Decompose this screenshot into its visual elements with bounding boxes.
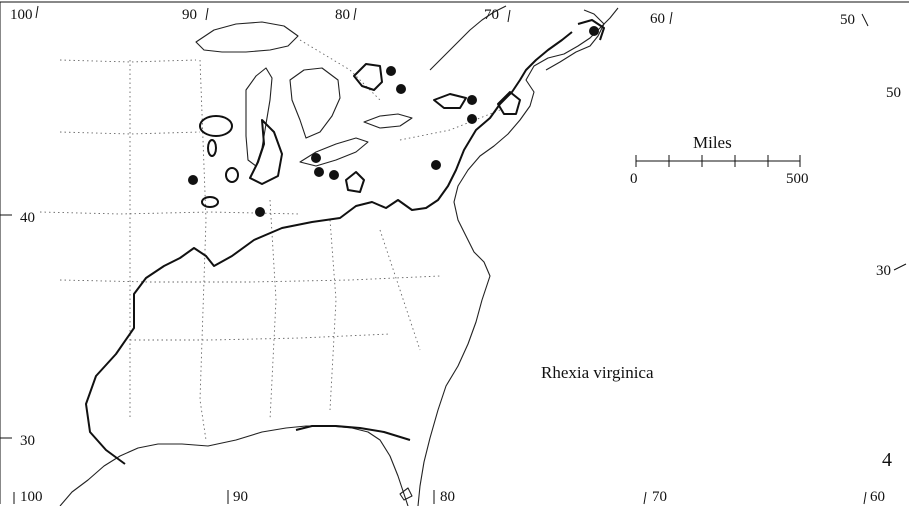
occurrence-dot	[386, 66, 396, 76]
range-patch-small-a	[207, 139, 217, 157]
main-range-boundary	[85, 31, 573, 465]
nova-scotia-coast	[545, 9, 605, 71]
occurrence-dot	[431, 160, 441, 170]
occurrence-dots	[188, 26, 599, 217]
figure-number: 4	[882, 449, 892, 471]
lat-label-left: 40	[20, 210, 35, 226]
range-patch-small-b	[225, 167, 239, 183]
range-patch-new-england	[433, 93, 467, 109]
range-patch-small-c	[201, 196, 219, 208]
species-name: Rhexia virginica	[541, 363, 654, 382]
left-latitude-labels: 40 30	[0, 210, 35, 449]
political-borders	[39, 39, 501, 441]
lat-label-right: 50	[886, 85, 901, 101]
lon-label-top: 60	[650, 11, 665, 27]
lake-michigan	[245, 67, 273, 167]
lon-label-bottom: 100	[20, 489, 43, 505]
lon-label-top: 70	[484, 7, 499, 23]
lat-label-right: 30	[876, 263, 891, 279]
lake-superior	[195, 21, 299, 53]
lon-label-top: 80	[335, 7, 350, 23]
range-patch-michigan	[249, 119, 283, 185]
occurrence-dot	[467, 95, 477, 105]
occurrence-dot	[255, 207, 265, 217]
occurrence-dot	[314, 167, 324, 177]
lon-label-top: 90	[182, 7, 197, 23]
range-patch-ontario	[353, 63, 383, 91]
range-patch-ohio	[345, 171, 365, 193]
range-patch-wisconsin	[199, 115, 233, 137]
occurrence-dot	[311, 153, 321, 163]
lon-label-bottom: 70	[652, 489, 667, 505]
right-latitude-labels: 50 30	[876, 85, 907, 279]
lat-label-left: 30	[20, 433, 35, 449]
occurrence-dot	[467, 114, 477, 124]
occurrence-dot	[329, 170, 339, 180]
scale-title: Miles	[693, 133, 732, 152]
scale-min-label: 0	[630, 171, 638, 187]
occurrence-dot	[188, 175, 198, 185]
lake-ontario	[363, 113, 413, 129]
lon-label-bottom: 80	[440, 489, 455, 505]
range-patch-maine	[497, 91, 521, 115]
lon-label-bottom: 60	[870, 489, 885, 505]
scale-max-label: 500	[786, 171, 809, 187]
lake-erie	[299, 137, 369, 167]
lon-label-top: 50	[840, 12, 855, 28]
top-longitude-labels: 100 90 80 70 60 50	[10, 5, 869, 28]
lon-label-bottom: 90	[233, 489, 248, 505]
atlantic-gulf-coastline	[59, 7, 619, 506]
occurrence-dot	[396, 84, 406, 94]
lake-huron	[289, 67, 341, 139]
gulf-range-boundary	[295, 425, 411, 441]
scale-bar: Miles 0 500	[630, 133, 809, 187]
lon-label-top: 100	[10, 7, 33, 23]
maritime-range-boundary	[577, 19, 605, 41]
occurrence-dot	[589, 26, 599, 36]
bottom-longitude-labels: 100 90 80 70 60	[13, 489, 885, 505]
florida-keys	[399, 487, 413, 501]
gulf-of-st-lawrence-coast	[429, 5, 507, 71]
